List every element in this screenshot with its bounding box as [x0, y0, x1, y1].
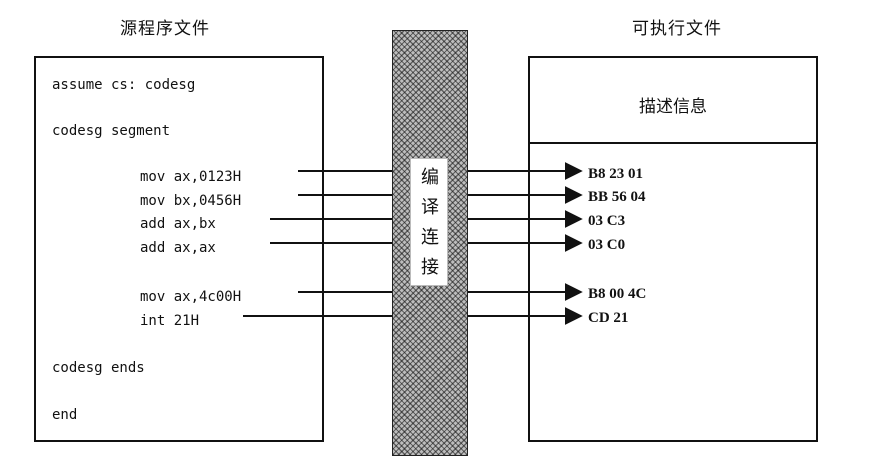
linker-char-2: 译 [421, 197, 439, 218]
machine-code-4: 03 C0 [588, 237, 626, 253]
machine-code-1: B8 23 01 [588, 166, 644, 182]
code-line-end: end [52, 407, 78, 423]
code-line-mov-ax-4c00: mov ax,4c00H [140, 289, 242, 305]
source-file-box: assume cs: codesg codesg segment mov ax,… [34, 56, 324, 442]
description-info-label: 描述信息 [639, 97, 707, 117]
code-line-mov-bx-0456: mov bx,0456H [140, 193, 242, 209]
machine-code-6: CD 21 [588, 310, 629, 326]
code-line-ends: codesg ends [52, 360, 145, 376]
machine-code-2: BB 56 04 [588, 189, 646, 205]
machine-code-5: B8 00 4C [588, 286, 647, 302]
code-line-mov-ax-0123: mov ax,0123H [140, 169, 242, 185]
executable-file-caption: 可执行文件 [632, 19, 722, 39]
description-info-section: 描述信息 [530, 58, 816, 144]
code-line-assume: assume cs: codesg [52, 77, 196, 93]
code-line-int-21: int 21H [140, 313, 200, 329]
code-line-add-ax-ax: add ax,ax [140, 240, 216, 256]
machine-code-3: 03 C3 [588, 213, 626, 229]
linker-char-4: 接 [421, 257, 439, 278]
code-line-add-ax-bx: add ax,bx [140, 216, 216, 232]
compile-link-strip [392, 30, 468, 456]
linker-char-1: 编 [421, 167, 439, 188]
linker-char-3: 连 [421, 227, 439, 248]
code-line-segment: codesg segment [52, 123, 171, 139]
source-file-caption: 源程序文件 [120, 19, 210, 39]
compile-link-label: 编 译 连 接 [410, 158, 448, 286]
